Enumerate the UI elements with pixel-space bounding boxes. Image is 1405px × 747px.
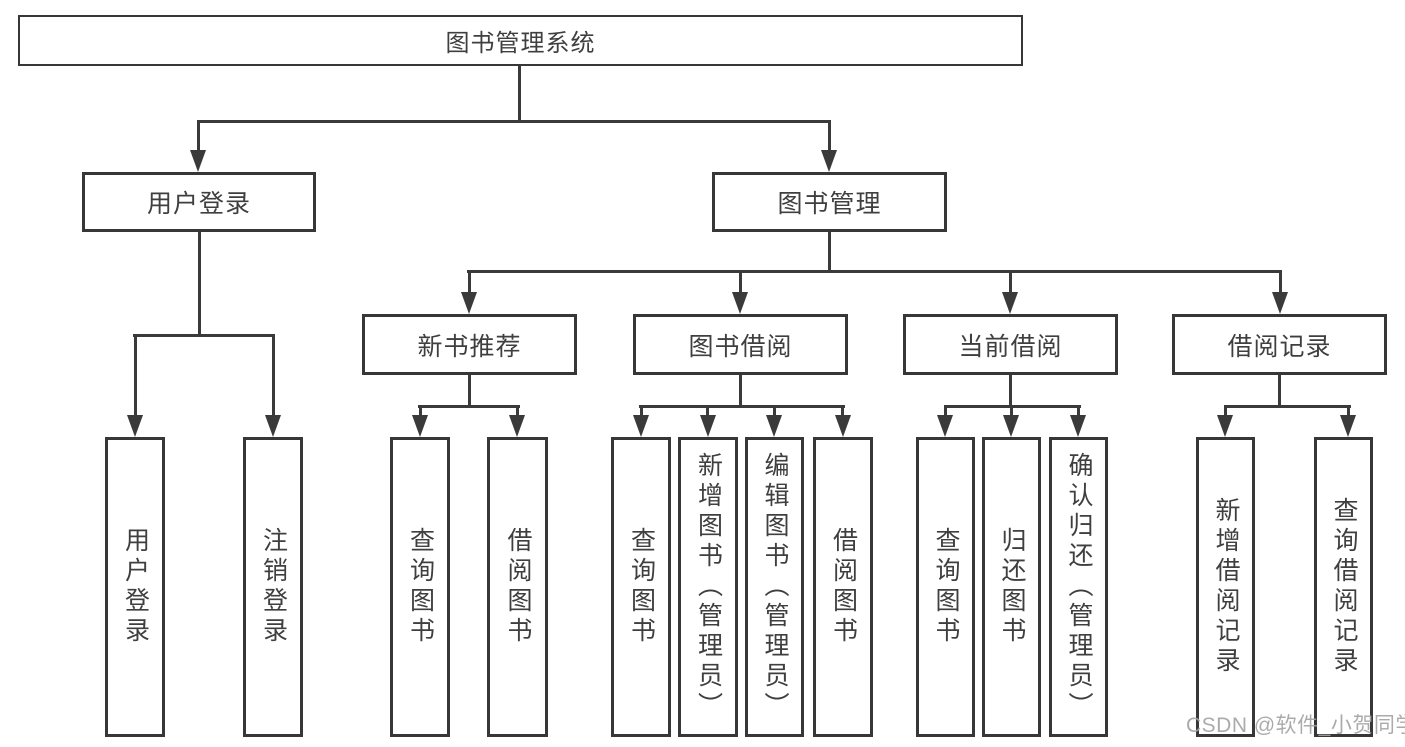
connector-line xyxy=(272,334,275,417)
connector-line xyxy=(197,120,831,123)
leaf-confirm-return-admin: 确认归还（管理员） xyxy=(1049,437,1108,737)
connector-line xyxy=(1009,270,1012,294)
connector-line xyxy=(739,375,742,408)
connector-arrow xyxy=(190,150,206,172)
connector-arrow xyxy=(766,415,782,437)
connector-line xyxy=(468,375,471,408)
connector-line xyxy=(1278,375,1281,408)
connector-line xyxy=(198,232,201,337)
connector-line xyxy=(1279,270,1282,294)
connector-line xyxy=(773,405,776,417)
connector-line xyxy=(516,405,519,417)
connector-line xyxy=(1010,405,1013,417)
connector-line xyxy=(828,232,831,273)
leaf-borrow-books-recommend: 借阅图书 xyxy=(487,437,548,737)
leaf-query-books-current: 查询图书 xyxy=(916,437,975,737)
csdn-watermark: CSDN @软件_小贺同学 xyxy=(1186,714,1405,737)
connector-arrow xyxy=(1340,415,1356,437)
connector-arrow xyxy=(633,415,649,437)
node-library-system: 图书管理系统 xyxy=(18,15,1023,66)
connector-line xyxy=(1224,405,1227,417)
connector-arrow xyxy=(821,150,837,172)
leaf-logout-login: 注销登录 xyxy=(243,437,303,737)
connector-line xyxy=(1009,375,1012,408)
leaf-add-borrow-record: 新增借阅记录 xyxy=(1196,437,1255,737)
leaf-query-books-recommend: 查询图书 xyxy=(390,437,450,737)
connector-arrow xyxy=(732,292,748,314)
leaf-return-books: 归还图书 xyxy=(982,437,1041,737)
leaf-add-books-admin: 新增图书（管理员） xyxy=(678,437,738,737)
connector-arrow xyxy=(1217,415,1233,437)
connector-line xyxy=(944,405,947,417)
connector-arrow xyxy=(127,415,143,437)
leaf-edit-books-admin: 编辑图书（管理员） xyxy=(745,437,804,737)
connector-line xyxy=(467,270,1282,273)
connector-line xyxy=(418,405,520,408)
connector-arrow xyxy=(700,415,716,437)
node-user-login: 用户登录 xyxy=(82,172,316,232)
node-new-book-recommend: 新书推荐 xyxy=(362,314,577,375)
connector-line xyxy=(419,405,422,417)
connector-line xyxy=(133,334,275,337)
connector-arrow xyxy=(1002,292,1018,314)
node-book-management: 图书管理 xyxy=(712,172,947,232)
connector-arrow xyxy=(265,415,281,437)
connector-arrow xyxy=(1070,415,1086,437)
connector-line xyxy=(1077,405,1080,417)
connector-arrow xyxy=(937,415,953,437)
leaf-query-borrow-record: 查询借阅记录 xyxy=(1314,437,1373,737)
connector-arrow xyxy=(1272,292,1288,314)
connector-arrow xyxy=(461,292,477,314)
connector-arrow xyxy=(835,415,851,437)
leaf-query-books-borrow: 查询图书 xyxy=(611,437,671,737)
node-current-borrow: 当前借阅 xyxy=(903,314,1118,375)
node-borrow-records: 借阅记录 xyxy=(1172,314,1387,375)
leaf-user-login: 用户登录 xyxy=(105,437,165,737)
connector-line xyxy=(841,405,844,417)
connector-line xyxy=(706,405,709,417)
connector-line xyxy=(828,120,831,154)
node-book-borrow: 图书借阅 xyxy=(633,314,848,375)
connector-line xyxy=(197,120,200,154)
connector-line xyxy=(739,270,742,294)
connector-line xyxy=(468,270,471,294)
connector-line xyxy=(1224,405,1351,408)
connector-line xyxy=(134,334,137,417)
connector-line xyxy=(640,405,643,417)
connector-line xyxy=(1347,405,1350,417)
connector-line xyxy=(518,66,521,122)
connector-line xyxy=(639,405,845,408)
connector-arrow xyxy=(1003,415,1019,437)
connector-arrow xyxy=(509,415,525,437)
leaf-borrow-books: 借阅图书 xyxy=(813,437,873,737)
connector-arrow xyxy=(412,415,428,437)
